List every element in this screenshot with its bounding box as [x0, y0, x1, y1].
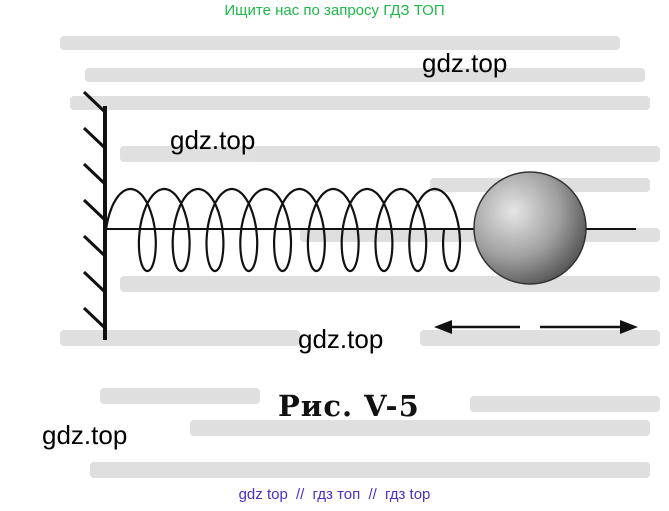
footer-separator: // — [295, 486, 305, 503]
footer-links: gdz top // гдз топ // гдз top — [0, 486, 669, 503]
watermark: gdz.top — [170, 125, 256, 155]
wall — [82, 90, 107, 340]
figure-caption: Рис. V-5 — [278, 389, 420, 423]
spring — [104, 187, 462, 273]
search-hint-link[interactable]: Ищите нас по запросу ГДЗ ТОП — [224, 2, 445, 19]
watermark: gdz.top — [42, 420, 128, 450]
bleed-through-text — [60, 36, 660, 478]
watermark: gdz.top — [298, 324, 384, 354]
footer-link[interactable]: гдз top — [384, 486, 431, 503]
footer-link[interactable]: gdz top — [238, 486, 288, 503]
oscillation-arrow — [434, 320, 638, 334]
footer-separator: // — [368, 486, 377, 503]
watermark: gdz.top — [422, 48, 508, 78]
ball — [473, 171, 587, 285]
spring-pendulum-figure — [60, 36, 660, 478]
footer-link[interactable]: гдз топ — [312, 486, 361, 503]
